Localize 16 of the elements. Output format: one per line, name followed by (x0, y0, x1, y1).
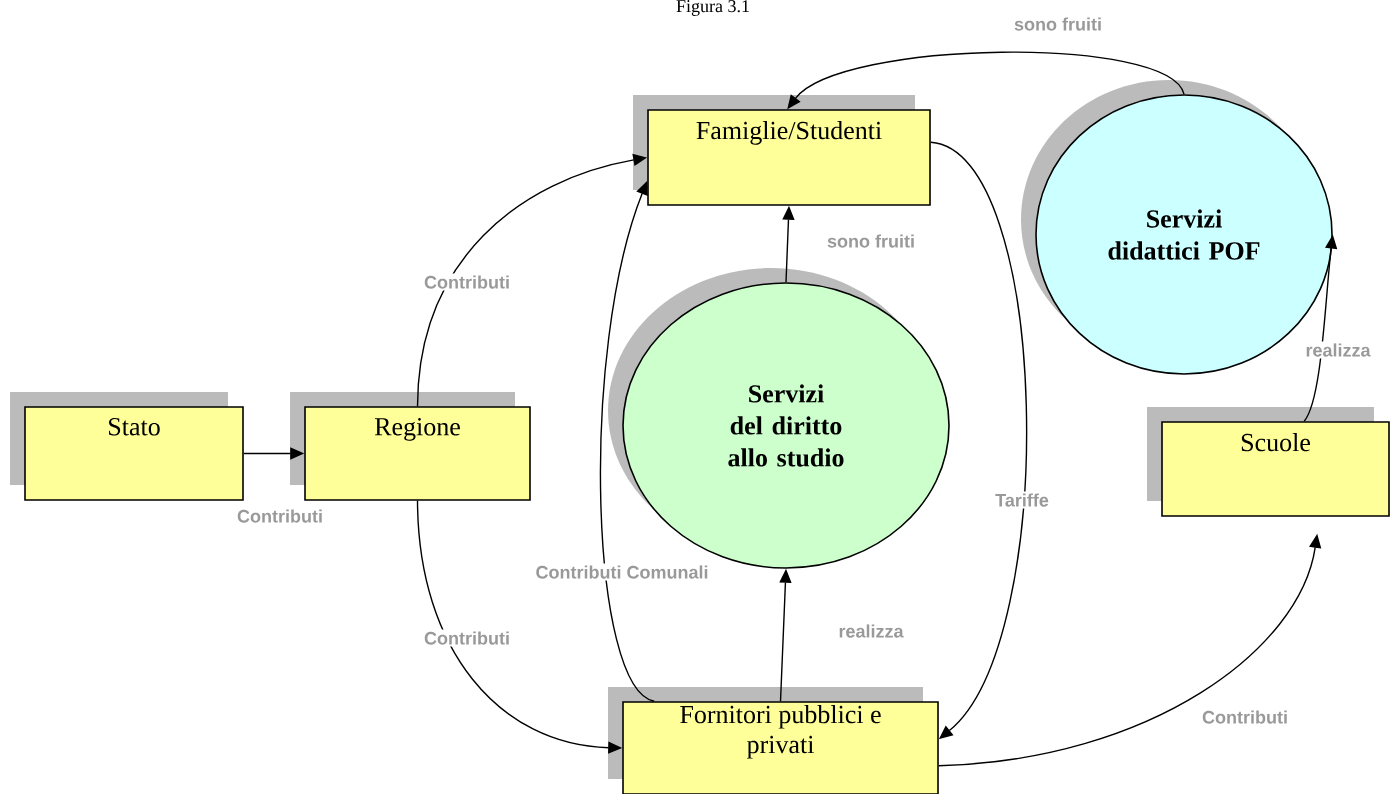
edge-label: realizza (836, 622, 906, 640)
entity-box: Scuole (1147, 407, 1390, 517)
figure-title: Figura 3.1 (676, 0, 749, 16)
entity-box: Famiglie/Studenti (633, 95, 931, 206)
edge-label: sono fruiti (825, 232, 917, 250)
edge-label: realizza (1303, 341, 1373, 359)
edge-label: Tariffe (993, 491, 1051, 509)
edge-label: Contributi Comunali (533, 563, 711, 581)
edge-label: Contributi (422, 273, 512, 291)
edge-label: Contributi (1200, 708, 1290, 726)
edge-label: Contributi (235, 507, 325, 525)
entity-box: Regione (290, 392, 531, 501)
entity-box: Stato (10, 392, 244, 501)
entity-box: Fornitori pubblici e privati (608, 687, 939, 794)
edge-label: sono fruiti (1012, 15, 1104, 33)
edge-label: Contributi (422, 629, 512, 647)
